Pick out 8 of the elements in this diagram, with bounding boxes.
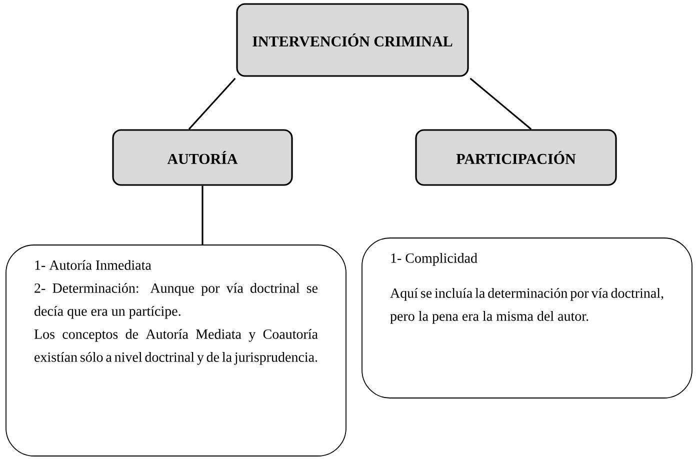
- text-box: 1- Complicidad Aquí se incluía la determinación por vía doctrinal, pero la pena era la misma del autor.: [362, 238, 692, 398]
- connector-line: [188, 78, 236, 130]
- connector-line: [202, 186, 204, 245]
- category-box: PARTICIPACIÓN: [415, 129, 617, 186]
- title-box: INTERVENCIÓN CRIMINAL: [236, 3, 469, 77]
- category-box: AUTORÍA: [112, 129, 293, 186]
- connector-line: [470, 78, 532, 130]
- text-box: 1- Autoría Inmediata 2- Determinación: Aunque por vía doctrinal se decía que era un partícipe. Los conceptos de Autoría Mediata y Coautoría existían sólo a nivel doctrinal y de la jurisprudencia.: [6, 244, 346, 456]
